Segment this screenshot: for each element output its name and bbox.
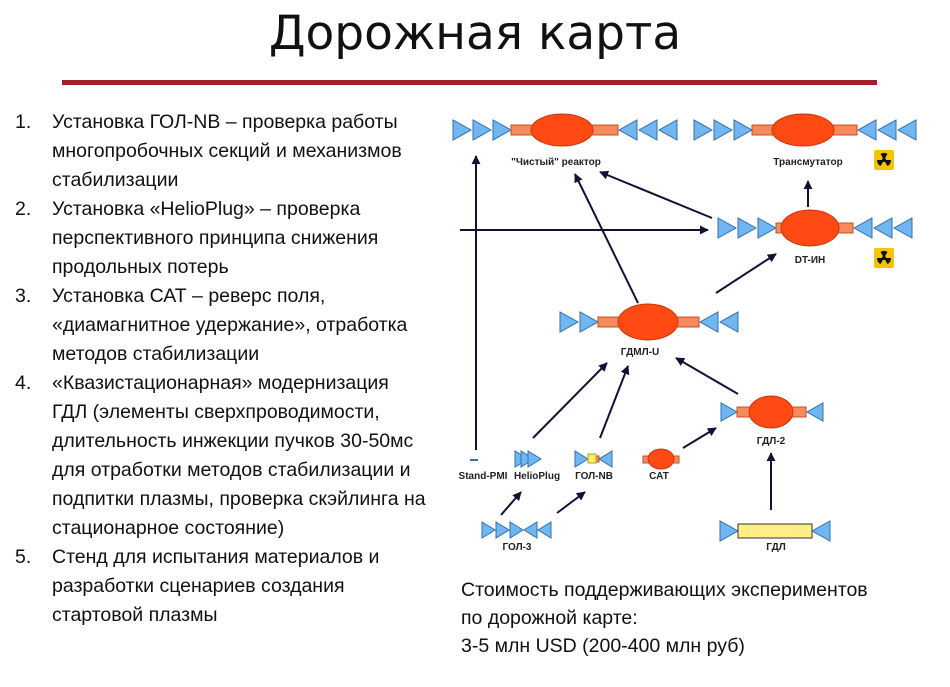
list-number: 1. xyxy=(15,111,32,133)
label-sat: САТ xyxy=(649,471,669,482)
title-divider xyxy=(62,80,877,85)
device-dt-in xyxy=(717,209,913,247)
cost-note: Стоимость поддерживающих экспериментов п… xyxy=(461,576,941,660)
cost-line: 3-5 млн USD (200-400 млн руб) xyxy=(461,635,745,657)
radiation-icon xyxy=(874,150,894,170)
device-gdl xyxy=(719,520,831,542)
label-gol3: ГОЛ-3 xyxy=(503,542,532,553)
device-gol-nb xyxy=(574,450,613,468)
label-gdl: ГДЛ xyxy=(766,542,786,553)
list-text: Установка «HelioPlug» – проверка перспек… xyxy=(52,198,379,278)
arrow-gol3-to-helioplug xyxy=(500,491,522,516)
list-number: 4. xyxy=(15,372,32,394)
list-item: 4. «Квазистационарная» модернизация ГДЛ (… xyxy=(8,369,428,543)
device-sat xyxy=(642,448,680,470)
device-transmutator xyxy=(693,113,917,147)
device-gol3 xyxy=(481,521,552,539)
arrow-helioplug-to-gdml-u xyxy=(532,362,608,439)
label-transmutator: Трансмутатор xyxy=(773,157,842,168)
label-gol-nb: ГОЛ-NB xyxy=(575,471,613,482)
label-stand-pmi: Stand-PMI xyxy=(459,471,508,482)
list-item: 2. Установка «HelioPlug» – проверка персп… xyxy=(8,195,428,282)
label-clean-reactor: "Чистый" реактор xyxy=(511,157,601,168)
arrow-gdml-u-to-clean-reactor xyxy=(574,173,639,304)
list-text: Установка ГОЛ-NB – проверка работы много… xyxy=(52,111,402,191)
device-helioplug xyxy=(514,450,542,468)
arrow-dt-in-to-clean-reactor xyxy=(599,170,713,219)
cost-line: по дорожной карте: xyxy=(461,607,638,629)
device-gdl2 xyxy=(720,395,824,429)
list-item: 5. Стенд для испытания материалов и разра… xyxy=(8,543,428,630)
label-helioplug: HelioPlug xyxy=(514,471,560,482)
list-text: Установка САТ – реверс поля, «диамагнитн… xyxy=(52,285,408,365)
slide-title: Дорожная карта xyxy=(268,6,682,61)
device-clean-reactor xyxy=(452,113,678,147)
list-number: 3. xyxy=(15,285,32,307)
arrow-gol3-to-gol-nb xyxy=(556,491,586,514)
arrow-gol-nb-to-gdml-u xyxy=(599,365,630,439)
label-gdl2: ГДЛ-2 xyxy=(757,436,786,447)
arrow-gdl2-to-gdml-u xyxy=(675,357,739,395)
list-number: 5. xyxy=(15,546,32,568)
roadmap-list: 1. Установка ГОЛ-NB – проверка работы мно… xyxy=(8,108,428,630)
device-gdml-u xyxy=(559,303,739,341)
arrow-gdml-u-to-dt-in xyxy=(715,253,777,294)
label-dt-in: DT-ИН xyxy=(795,255,826,266)
arrow-sat-to-gdl2 xyxy=(682,427,717,449)
cost-line: Стоимость поддерживающих экспериментов xyxy=(461,579,868,601)
list-item: 3. Установка САТ – реверс поля, «диамагни… xyxy=(8,282,428,369)
list-item: 1. Установка ГОЛ-NB – проверка работы мно… xyxy=(8,108,428,195)
list-text: «Квазистационарная» модернизация ГДЛ (эл… xyxy=(52,372,426,539)
label-gdml-u: ГДМЛ-U xyxy=(621,347,659,358)
radiation-icon xyxy=(874,248,894,268)
list-text: Стенд для испытания материалов и разрабо… xyxy=(52,546,380,626)
list-number: 2. xyxy=(15,198,32,220)
